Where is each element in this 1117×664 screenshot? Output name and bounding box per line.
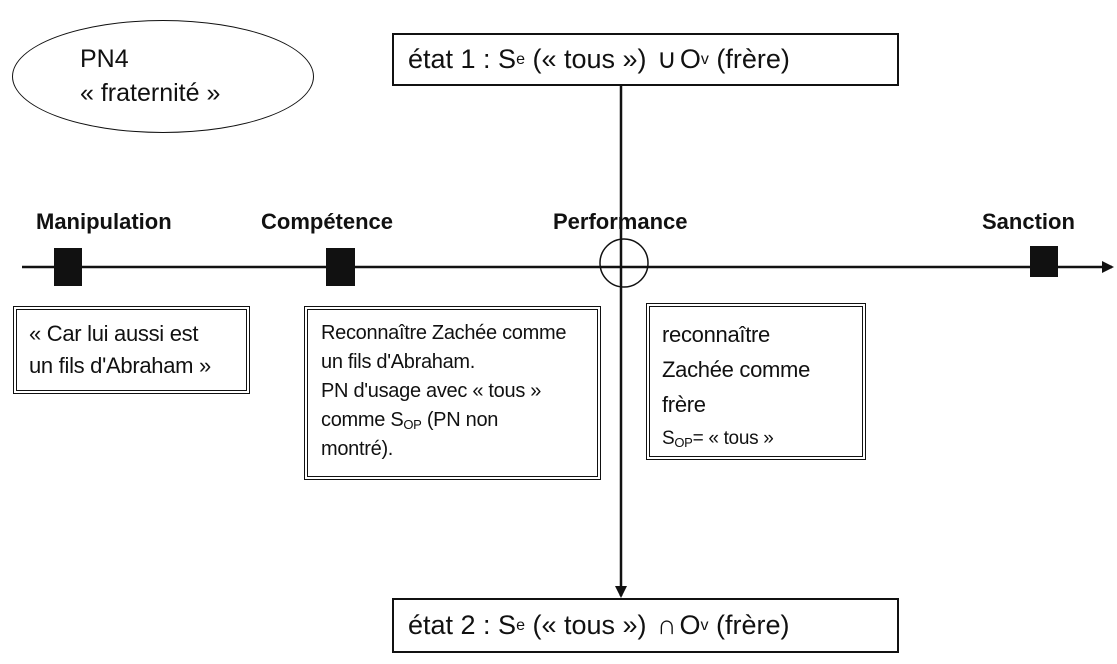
phase-label-manipulation: Manipulation <box>36 209 172 234</box>
competence-line-4: comme SOP (PN non <box>321 406 597 435</box>
phase-label-performance: Performance <box>553 209 688 234</box>
state-1-obj: O <box>679 44 701 74</box>
phase-label-competence: Compétence <box>261 209 394 234</box>
performance-sop-pre: S <box>662 428 675 449</box>
manipulation-box: « Car lui aussi est un fils d'Abraham » <box>13 306 250 394</box>
state-2-suffix: (frère) <box>708 610 790 640</box>
manipulation-line-1: « Car lui aussi est <box>29 321 199 346</box>
state-1-mid: (« tous ») <box>524 44 655 74</box>
program-id: PN4 <box>80 45 129 73</box>
competence-line-4-pre: comme S <box>321 409 404 431</box>
performance-line-2: Zachée comme <box>662 357 811 382</box>
state-2-obj: O <box>679 610 701 640</box>
state-2-prefix: état 2 : S <box>408 610 517 640</box>
phase-label-sanction: Sanction <box>982 209 1075 234</box>
state-1-prefix: état 1 : S <box>408 44 517 74</box>
marker-competence <box>326 248 355 286</box>
performance-box: reconnaître Zachée comme frère SOP= « to… <box>646 303 866 460</box>
competence-sop-sub: OP <box>403 417 422 432</box>
performance-circle <box>599 238 649 288</box>
competence-line-1: Reconnaître Zachée comme <box>321 322 567 344</box>
marker-sanction <box>1030 246 1058 277</box>
performance-line-1: reconnaître <box>662 322 770 347</box>
state-1-suffix: (frère) <box>708 44 790 74</box>
performance-line-3: frère <box>662 392 706 417</box>
competence-line-2: un fils d'Abraham. <box>321 351 476 373</box>
program-name: « fraternité » <box>80 79 221 107</box>
performance-sop-post: = « tous » <box>692 428 774 449</box>
competence-line-3: PN d'usage avec « tous » <box>321 380 542 402</box>
competence-line-5: montré). <box>321 438 394 460</box>
intersection-operator: ∩ <box>657 610 677 640</box>
program-label: PN4 « fraternité » <box>80 42 220 110</box>
performance-sop-line: SOP= « tous » <box>662 422 862 456</box>
competence-box: Reconnaître Zachée comme un fils d'Abrah… <box>304 306 601 480</box>
manipulation-line-2: un fils d'Abraham » <box>29 353 211 378</box>
marker-manipulation <box>54 248 82 286</box>
state-2-mid: (« tous ») <box>524 610 655 640</box>
competence-line-4-post: (PN non <box>421 409 499 431</box>
performance-sop-sub: OP <box>674 435 693 450</box>
program-ellipse <box>12 20 314 133</box>
union-operator: ∪ <box>657 44 677 74</box>
